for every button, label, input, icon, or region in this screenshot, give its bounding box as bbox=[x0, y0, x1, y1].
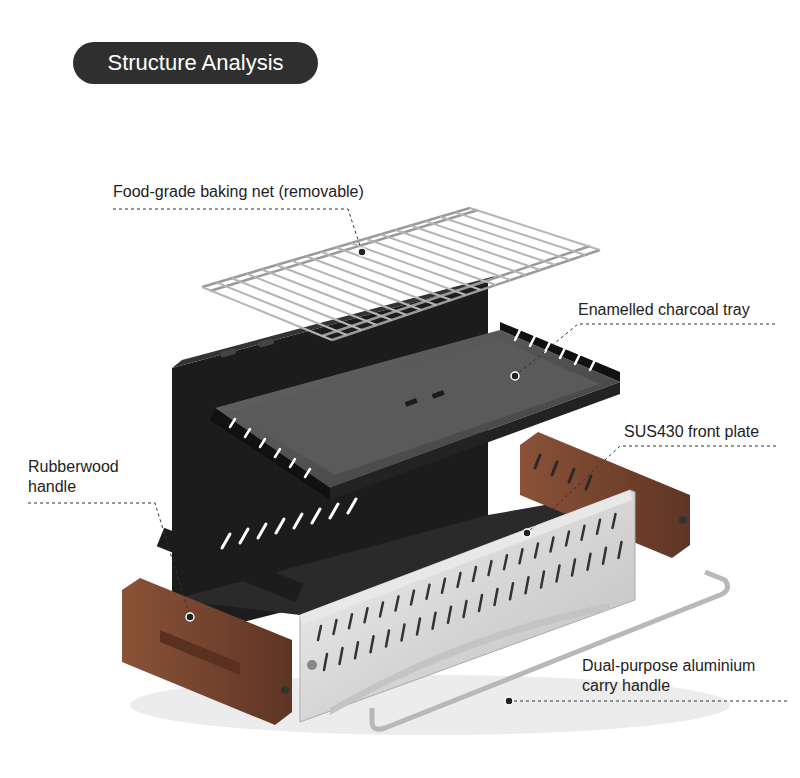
part-label: SUS430 front plate bbox=[624, 422, 784, 442]
vent-slots bbox=[222, 499, 356, 548]
front-slots bbox=[318, 514, 622, 670]
part-label: Rubberwood handle bbox=[28, 457, 138, 497]
baking-net bbox=[202, 208, 600, 340]
part-label: Dual-purpose aluminium carry handle bbox=[582, 656, 782, 696]
leader-lines bbox=[28, 209, 787, 701]
part-label: Food-grade baking net (removable) bbox=[113, 182, 433, 202]
aluminium-handle bbox=[372, 572, 728, 729]
part-label: Enamelled charcoal tray bbox=[578, 300, 778, 320]
wood-handle bbox=[122, 578, 292, 725]
leader-dots bbox=[186, 248, 531, 705]
title-text: Structure Analysis bbox=[107, 50, 283, 76]
grate-bars bbox=[202, 208, 600, 340]
